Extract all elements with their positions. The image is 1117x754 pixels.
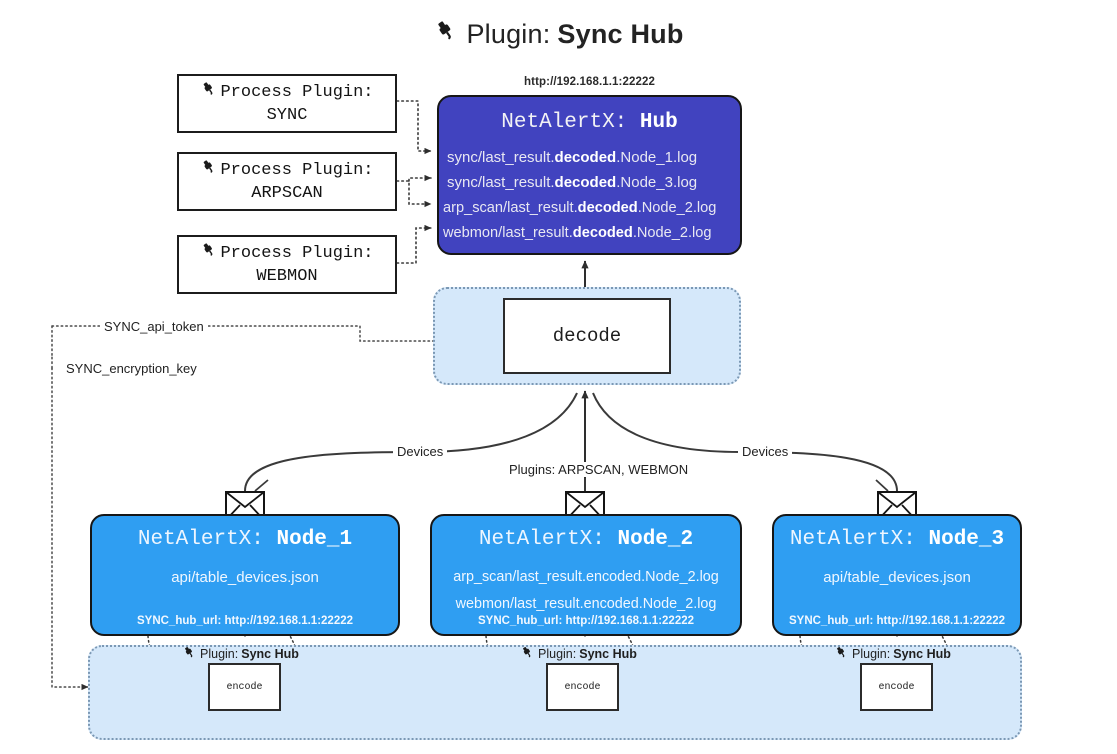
- plug-icon: [200, 158, 218, 184]
- node-file: api/table_devices.json: [823, 569, 971, 586]
- node-hub-url: SYNC_hub_url: http://192.168.1.1:22222: [136, 615, 354, 627]
- node-title: NetAlertX: Node_2: [478, 528, 694, 551]
- hub-title-name: Hub: [639, 111, 678, 134]
- title-name: Sync Hub: [557, 19, 684, 49]
- plug-icon: [520, 645, 535, 663]
- plug-icon: [182, 645, 197, 663]
- process-plugin-label: Process Plugin:: [220, 243, 374, 263]
- process-plugin-name: ARPSCAN: [251, 184, 323, 203]
- hub-log-row: arp_scan/last_result.decoded.Node_2.log: [443, 199, 717, 216]
- node-file-list: api/table_devices.json: [92, 564, 398, 591]
- plugins-label: Plugins: ARPSCAN, WEBMON: [505, 462, 693, 477]
- hub-url-label: http://192.168.1.1:22222: [524, 76, 655, 88]
- process-plugin-line1: Process Plugin:: [200, 158, 374, 184]
- process-plugin-line1: Process Plugin:: [200, 80, 374, 106]
- hub-log-row: webmon/last_result.decoded.Node_2.log: [443, 224, 712, 241]
- hub-node[interactable]: NetAlertX: Hub sync/last_result.decoded.…: [437, 95, 742, 255]
- process-plugin-label: Process Plugin:: [220, 160, 374, 180]
- process-plugin-label: Process Plugin:: [220, 82, 374, 102]
- node-file-list: api/table_devices.json: [774, 564, 1020, 591]
- process-plugin-name: SYNC: [266, 106, 308, 125]
- hub-log-list: sync/last_result.decoded.Node_1.log sync…: [439, 145, 740, 245]
- page-title: Plugin: Sync Hub: [0, 18, 1117, 51]
- plug-icon: [200, 241, 218, 267]
- encoder-plugin-label-2: Plugin: Sync Hub: [520, 645, 637, 663]
- node-2[interactable]: NetAlertX: Node_2 arp_scan/last_result.e…: [430, 514, 742, 636]
- hub-log-row: sync/last_result.decoded.Node_3.log: [447, 174, 698, 191]
- plug-icon: [834, 645, 849, 663]
- hub-title: NetAlertX: Hub: [439, 111, 740, 134]
- process-plugin-sync[interactable]: Process Plugin: SYNC: [177, 74, 397, 133]
- devices-label-left: Devices: [393, 444, 448, 459]
- hub-title-prefix: NetAlertX:: [501, 111, 628, 134]
- node-file: api/table_devices.json: [171, 569, 319, 586]
- node-hub-url: SYNC_hub_url: http://192.168.1.1:22222: [477, 615, 695, 627]
- node-3[interactable]: NetAlertX: Node_3 api/table_devices.json…: [772, 514, 1022, 636]
- encode-box-2[interactable]: encode: [546, 663, 619, 711]
- sync-api-token-label: SYNC_api_token: [100, 319, 208, 334]
- encode-box-1[interactable]: encode: [208, 663, 281, 711]
- node-title: NetAlertX: Node_3: [789, 528, 1005, 551]
- plug-icon: [200, 80, 218, 106]
- process-plugin-name: WEBMON: [256, 267, 318, 286]
- node-file: webmon/last_result.encoded.Node_2.log: [455, 596, 717, 612]
- devices-label-right: Devices: [738, 444, 793, 459]
- encoder-plugin-label-1: Plugin: Sync Hub: [182, 645, 299, 663]
- plug-icon: [433, 18, 459, 51]
- hub-log-row: sync/last_result.decoded.Node_1.log: [447, 149, 698, 166]
- process-plugin-arpscan[interactable]: Process Plugin: ARPSCAN: [177, 152, 397, 211]
- node-1[interactable]: NetAlertX: Node_1 api/table_devices.json…: [90, 514, 400, 636]
- process-plugin-webmon[interactable]: Process Plugin: WEBMON: [177, 235, 397, 294]
- sync-encryption-key-label: SYNC_encryption_key: [62, 361, 201, 376]
- node-title: NetAlertX: Node_1: [137, 528, 353, 551]
- node-file: arp_scan/last_result.encoded.Node_2.log: [453, 569, 719, 585]
- node-file-list: arp_scan/last_result.encoded.Node_2.log …: [432, 564, 740, 618]
- process-plugin-line1: Process Plugin:: [200, 241, 374, 267]
- encode-box-3[interactable]: encode: [860, 663, 933, 711]
- decode-box[interactable]: decode: [503, 298, 671, 374]
- title-prefix: Plugin:: [466, 19, 551, 49]
- encoder-plugin-label-3: Plugin: Sync Hub: [834, 645, 951, 663]
- node-hub-url: SYNC_hub_url: http://192.168.1.1:22222: [788, 615, 1006, 627]
